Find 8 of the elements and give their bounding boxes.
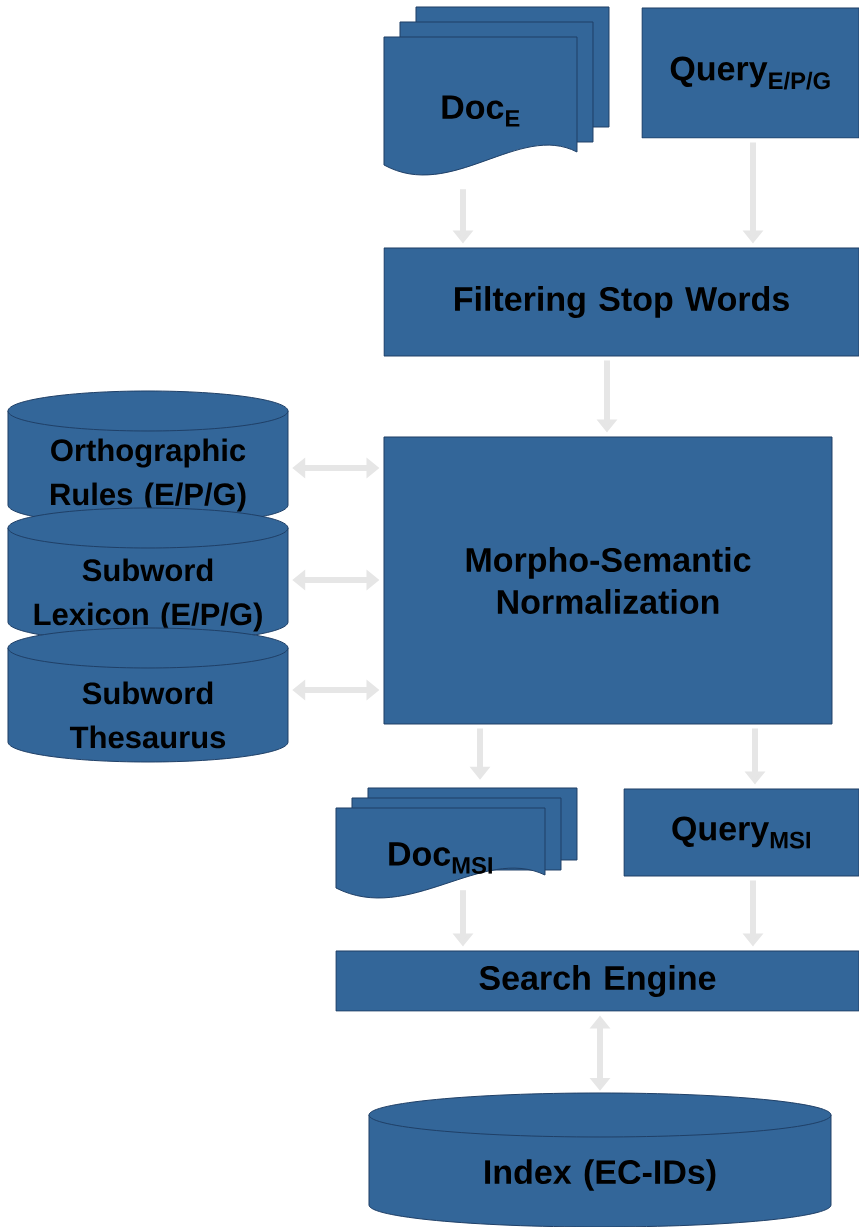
- process-box: Morpho-Semantic Normalization: [383, 436, 833, 725]
- process-box: Filtering Stop Words: [383, 247, 859, 357]
- database-cylinder: Index (EC-IDs): [368, 1092, 832, 1227]
- document-stack: Doc$_{E}$: [383, 6, 610, 176]
- process-box: Query$_{MSI}$: [623, 788, 859, 877]
- process-box: Search Engine: [335, 950, 859, 1012]
- document-stack: Doc$_{MSI}$: [335, 787, 578, 899]
- process-box: Query$_{E/P/G}$: [641, 7, 859, 139]
